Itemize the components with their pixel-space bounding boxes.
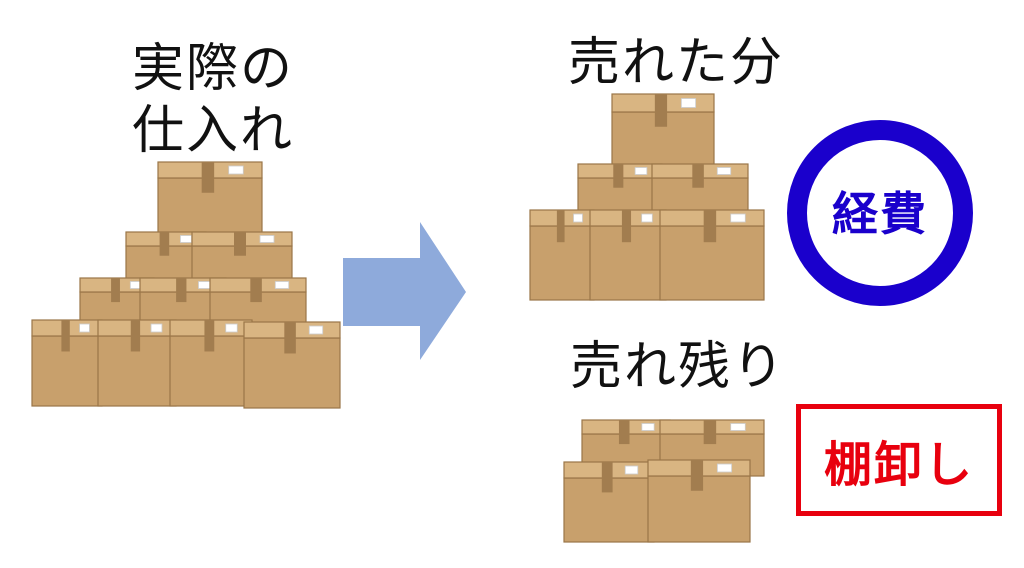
cardboard-box-icon	[31, 319, 103, 407]
cardboard-box-icon	[243, 321, 341, 409]
right-arrow-icon	[343, 222, 466, 360]
sold-label: 売れた分	[568, 33, 785, 93]
cardboard-box-icon	[659, 209, 765, 301]
box-stacks	[31, 93, 765, 543]
purchase-label: 実際の 仕入れ	[132, 38, 294, 162]
cardboard-box-icon	[169, 319, 253, 407]
cardboard-box-icon	[529, 209, 595, 301]
purchase-label-line1: 実際の	[132, 39, 295, 99]
cardboard-box-icon	[589, 209, 667, 301]
cardboard-box-icon	[647, 459, 751, 543]
inventory-frame: 棚卸し	[796, 404, 1002, 516]
inventory-badge-text: 棚卸し	[823, 437, 974, 493]
cardboard-box-icon	[97, 319, 177, 407]
ring-icon	[787, 120, 973, 306]
cardboard-box-icon	[563, 461, 655, 543]
purchase-label-line2: 仕入れ	[132, 101, 295, 161]
unsold-label: 売れ残り	[570, 337, 787, 397]
expense-badge-text: 経費	[832, 187, 928, 241]
